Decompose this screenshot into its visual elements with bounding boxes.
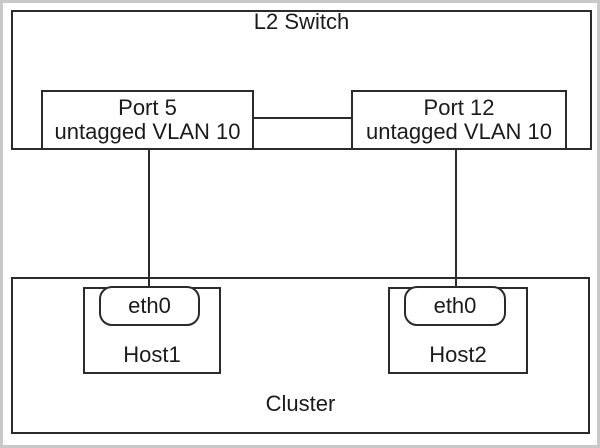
port-5-name: Port 5 — [118, 95, 177, 120]
host2-eth0-interface-box: eth0 — [404, 286, 506, 326]
port5-port12-link-line — [252, 117, 353, 119]
port-12-vlan: untagged VLAN 10 — [366, 119, 552, 144]
port12-host2-link-line — [455, 148, 457, 289]
port-12-name: Port 12 — [423, 95, 495, 120]
host1-eth0-interface-box: eth0 — [99, 286, 200, 326]
l2-switch-box — [11, 10, 592, 150]
cluster-box — [11, 277, 590, 434]
port-5-vlan: untagged VLAN 10 — [54, 119, 241, 144]
cluster-label: Cluster — [265, 391, 336, 416]
switch-port-5-box: Port 5 untagged VLAN 10 — [41, 90, 254, 150]
port5-host1-link-line — [148, 148, 150, 289]
l2-switch-label: L2 Switch — [253, 9, 350, 34]
switch-port-12-box: Port 12 untagged VLAN 10 — [351, 90, 567, 150]
host1-label: Host1 — [123, 342, 181, 367]
host2-label: Host2 — [429, 342, 487, 367]
